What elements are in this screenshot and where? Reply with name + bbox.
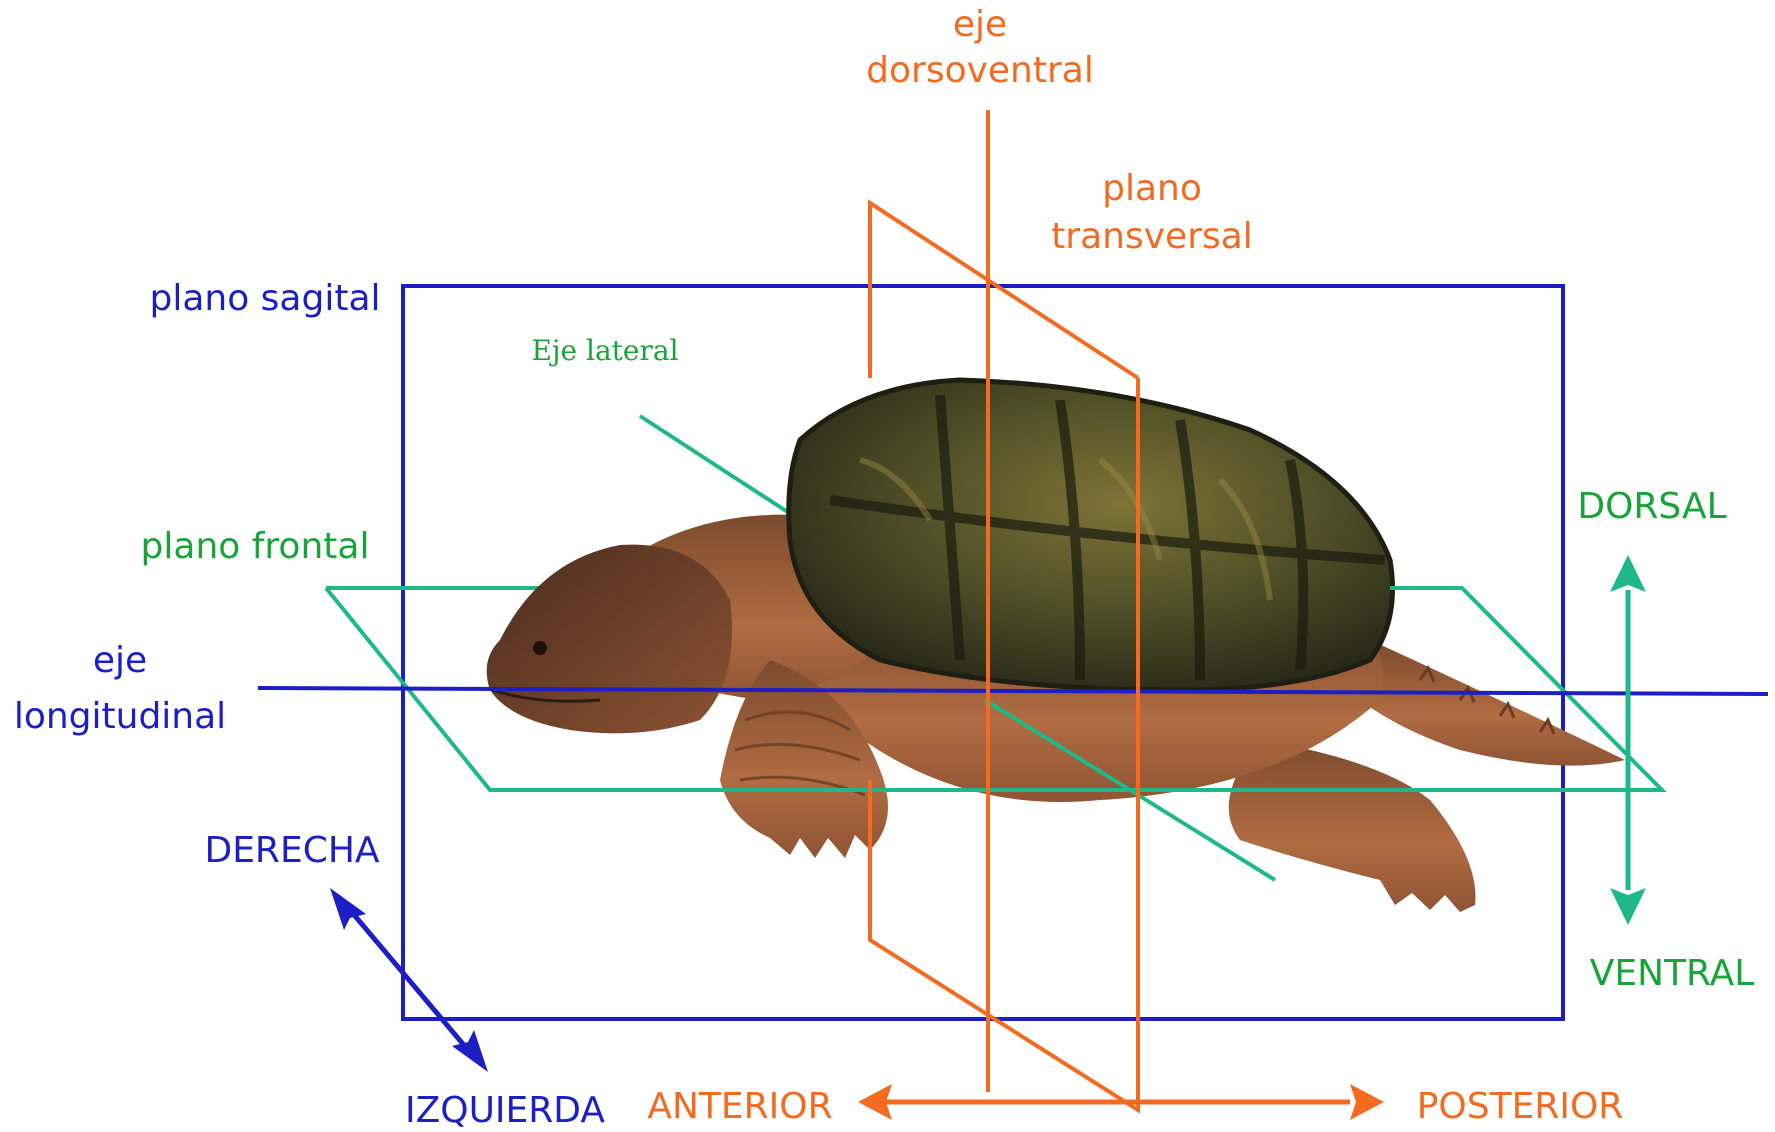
ventral-arrowhead [1610,888,1646,925]
dorsal-label: DORSAL [1577,486,1726,527]
posterior-label: POSTERIOR [1417,1086,1624,1127]
turtle-eye [533,641,547,655]
eje-longitudinal-label-line2: longitudinal [14,696,226,737]
plano-sagital-label: plano sagital [149,278,380,319]
posterior-arrowhead [1350,1084,1384,1120]
anterior-label: ANTERIOR [647,1086,832,1127]
dorsal-arrowhead [1610,555,1646,592]
turtle-head [487,545,732,734]
eje-longitudinal-label-line1: eje [93,640,147,681]
izquierda-label: IZQUIERDA [405,1090,605,1131]
turtle-image [487,380,1625,912]
turtle-tail [1360,640,1625,766]
ventral-label: VENTRAL [1590,953,1755,994]
plano-transversal-label-line1: plano [1102,168,1202,209]
plano-frontal-label: plano frontal [141,526,370,567]
derecha-label: DERECHA [204,830,379,871]
eje-dorsoventral-label-line1: eje [953,4,1007,45]
right-left-arrow [350,910,468,1050]
eje-dorsoventral-label-line2: dorsoventral [866,50,1094,91]
plano-transversal-label-line2: transversal [1051,216,1253,257]
lateral-axis-back [640,416,800,520]
eje-lateral-label: Eje lateral [531,334,678,367]
